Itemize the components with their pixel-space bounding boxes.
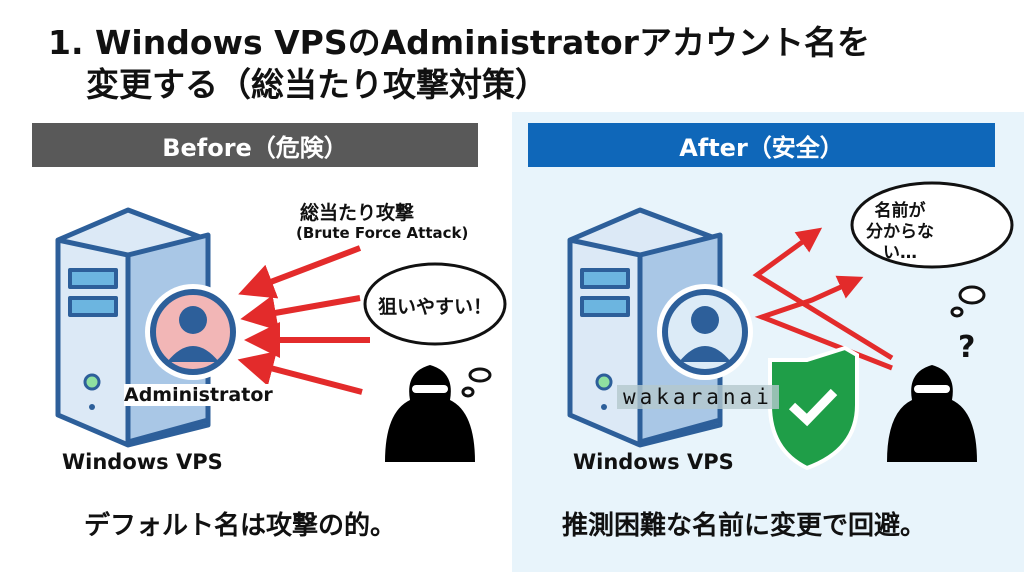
title-line-2: 変更する（総当たり攻撃対策） [86,65,548,104]
bubble-line-1: 名前が [874,201,926,221]
user-avatar-icon [657,284,753,380]
hacker-icon [385,365,475,462]
page-title: 1. Windows VPSのAdministratorアカウント名を 変更する… [48,22,870,106]
deflected-arrows [752,227,894,371]
account-name: wakaranai [617,385,779,409]
attack-label-en: (Brute Force Attack) [296,224,469,242]
server-label: Windows VPS [62,450,223,474]
question-mark: ? [958,330,976,365]
attack-arrows [237,245,370,395]
after-illustration [567,181,1014,471]
before-header: Before（危険） [32,123,478,167]
shield-check-icon [768,345,859,471]
before-caption: デフォルト名は攻撃の的。 [84,511,397,541]
after-header: After（安全） [528,123,995,167]
user-avatar-icon [145,284,241,380]
thought-bubble [363,262,507,398]
bubble-line-2: 分からない… [866,222,934,263]
account-name: Administrator [124,384,273,406]
attack-label: 総当たり攻撃 [300,202,415,224]
thought-bubble [850,181,1014,318]
bubble-text: 狙いやすい！ [378,296,493,318]
hacker-icon [887,365,977,462]
title-line-1: 1. Windows VPSのAdministratorアカウント名を [48,23,870,62]
after-caption: 推測困難な名前に変更で回避。 [562,511,927,541]
bubble-text: 名前が 分からない… [860,201,940,264]
server-label: Windows VPS [573,450,734,474]
